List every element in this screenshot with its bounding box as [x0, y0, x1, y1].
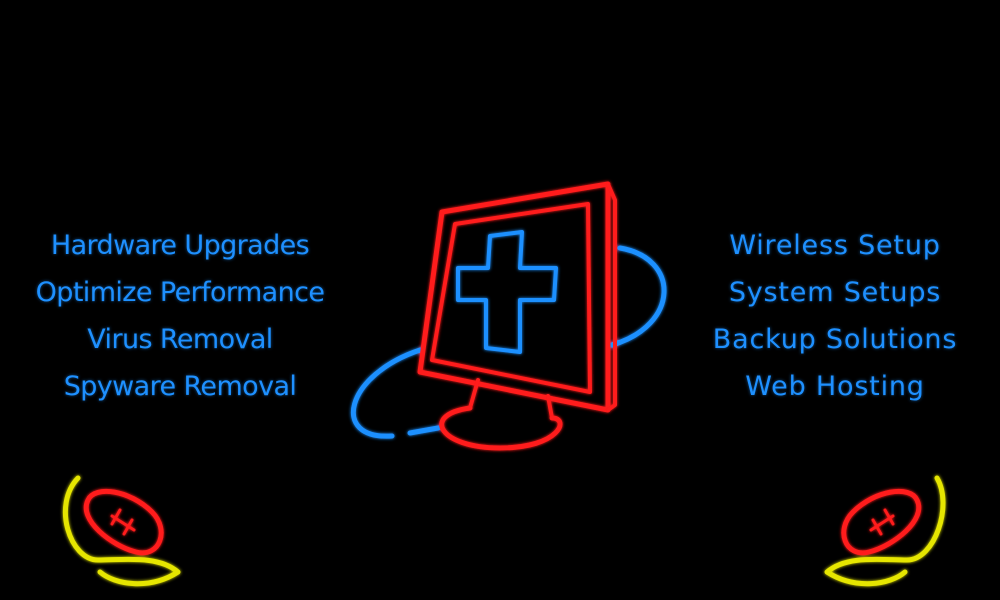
service-wireless-setup: Wireless Setup	[729, 230, 941, 261]
service-backup-solutions: Backup Solutions	[712, 324, 958, 355]
medical-cross-icon	[456, 230, 558, 354]
monitor-side	[606, 182, 617, 412]
service-web-hosting: Web Hosting	[745, 371, 925, 402]
services-list-right: Wireless Setup System Setups Backup Solu…	[690, 222, 980, 410]
monitor-bezel	[417, 181, 611, 413]
mouse-buttons	[110, 508, 136, 536]
computer-monitor-medical-cross-icon	[350, 181, 667, 451]
mouse-body	[83, 488, 164, 556]
monitor-neck	[468, 378, 554, 420]
service-hardware-upgrades: Hardware Upgrades	[50, 230, 310, 261]
cable-loop	[609, 245, 667, 348]
mouse-cord	[824, 475, 946, 587]
computer-mouse-icon	[824, 475, 946, 587]
computer-mouse-icon	[62, 475, 181, 587]
service-spyware-removal: Spyware Removal	[63, 371, 297, 402]
mouse-buttons	[869, 508, 895, 536]
service-system-setups: System Setups	[728, 277, 942, 308]
mouse-body	[841, 488, 922, 556]
service-virus-removal: Virus Removal	[87, 324, 273, 355]
mouse-cord	[62, 475, 181, 587]
monitor-base	[439, 405, 563, 451]
cable-tail	[407, 425, 441, 436]
monitor-screen	[430, 202, 592, 394]
service-optimize-performance: Optimize Performance	[35, 277, 325, 308]
services-list-left: Hardware Upgrades Optimize Performance V…	[30, 222, 330, 410]
cable-loop-lower	[350, 347, 423, 439]
